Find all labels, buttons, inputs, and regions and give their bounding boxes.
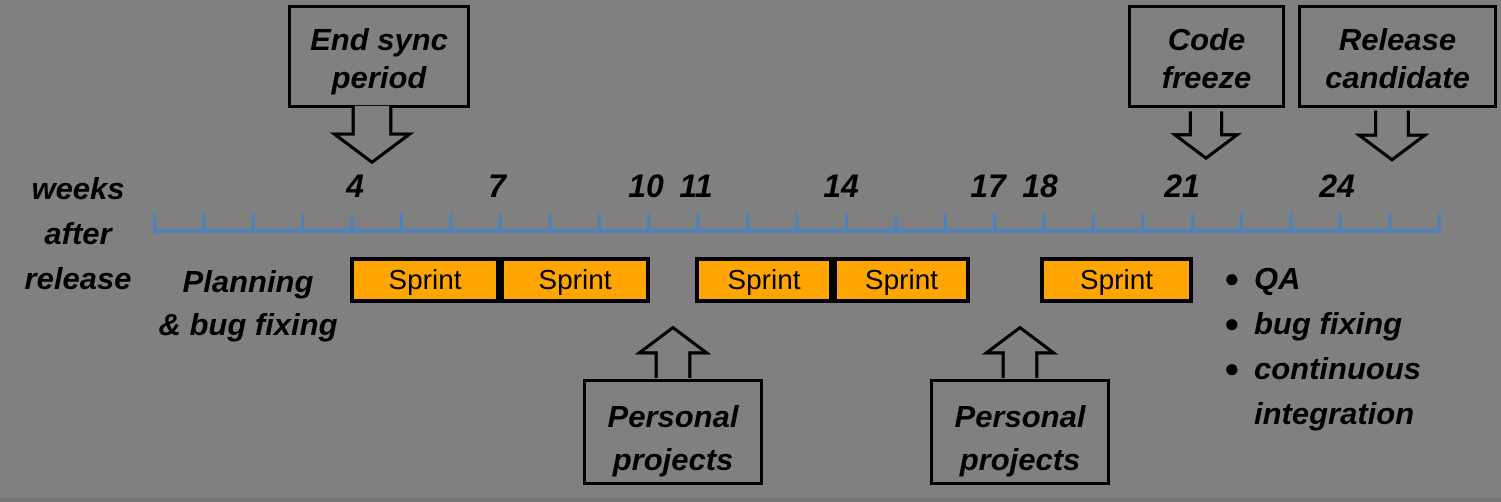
axis-label-line-2: after bbox=[44, 216, 112, 251]
sprint-box-2: Sprint bbox=[500, 257, 650, 303]
callout-end-sync-period: End sync period bbox=[288, 5, 470, 108]
week-label-14: 14 bbox=[823, 168, 859, 204]
sprint-box-5: Sprint bbox=[1040, 257, 1193, 303]
timeline-axis-line bbox=[153, 229, 1441, 233]
callout-personal-projects-1: Personal projects bbox=[583, 379, 763, 485]
bullet-icon: ● bbox=[1224, 308, 1240, 338]
list-item: ● QA bbox=[1224, 256, 1449, 301]
list-item: ● bug fixing bbox=[1224, 301, 1449, 346]
callout-release-candidate-line-2: candidate bbox=[1325, 60, 1470, 95]
callout-code-freeze-line-1: Code bbox=[1167, 22, 1246, 57]
week-label-21: 21 bbox=[1164, 168, 1200, 204]
callout-release-candidate-line-1: Release bbox=[1338, 22, 1457, 57]
week-label-17: 17 bbox=[970, 168, 1006, 204]
list-item-label: QA bbox=[1254, 261, 1301, 296]
list-item-label: bug fixing bbox=[1254, 306, 1403, 341]
callout-end-sync-line-1: End sync bbox=[310, 22, 448, 57]
callout-personal-projects-2: Personal projects bbox=[930, 379, 1110, 485]
sprint-box-3: Sprint bbox=[695, 257, 833, 303]
callout-code-freeze: Code freeze bbox=[1128, 5, 1285, 108]
planning-phase-label: Planning & bug fixing bbox=[118, 260, 378, 346]
callout-end-sync-line-2: period bbox=[331, 60, 427, 95]
axis-label-line-1: weeks bbox=[31, 171, 125, 206]
week-label-24: 24 bbox=[1319, 168, 1355, 204]
callout-personal-1-line-1: Personal bbox=[607, 399, 739, 434]
callout-release-candidate: Release candidate bbox=[1298, 5, 1497, 108]
sprint-box-4: Sprint bbox=[833, 257, 970, 303]
down-arrow-icon bbox=[1351, 110, 1433, 168]
callout-code-freeze-line-2: freeze bbox=[1161, 60, 1252, 95]
week-label-4: 4 bbox=[346, 168, 364, 204]
week-label-7: 7 bbox=[488, 168, 506, 204]
slide-bottom-edge bbox=[0, 498, 1501, 502]
down-arrow-icon bbox=[325, 105, 419, 166]
sprint-box-1: Sprint bbox=[350, 257, 500, 303]
axis-label-line-3: release bbox=[24, 261, 132, 296]
up-arrow-icon bbox=[631, 321, 715, 379]
week-label-10: 10 bbox=[628, 168, 664, 204]
down-arrow-icon bbox=[1167, 111, 1245, 167]
qa-activities-list: ● QA ● bug fixing ● continuous integrati… bbox=[1224, 256, 1449, 436]
callout-personal-2-line-2: projects bbox=[959, 442, 1081, 477]
list-item: ● continuous integration bbox=[1224, 346, 1449, 436]
week-label-18: 18 bbox=[1022, 168, 1058, 204]
planning-line-1: Planning bbox=[182, 264, 314, 299]
planning-line-2: & bug fixing bbox=[158, 307, 338, 342]
bullet-icon: ● bbox=[1224, 353, 1240, 383]
callout-personal-1-line-2: projects bbox=[612, 442, 734, 477]
axis-label: weeks after release bbox=[8, 166, 148, 301]
bullet-icon: ● bbox=[1224, 263, 1240, 293]
callout-personal-2-line-1: Personal bbox=[954, 399, 1086, 434]
timeline-ticks bbox=[153, 213, 1441, 229]
week-label-11: 11 bbox=[679, 168, 713, 204]
up-arrow-icon bbox=[978, 321, 1062, 379]
list-item-label: continuous integration bbox=[1254, 351, 1422, 431]
